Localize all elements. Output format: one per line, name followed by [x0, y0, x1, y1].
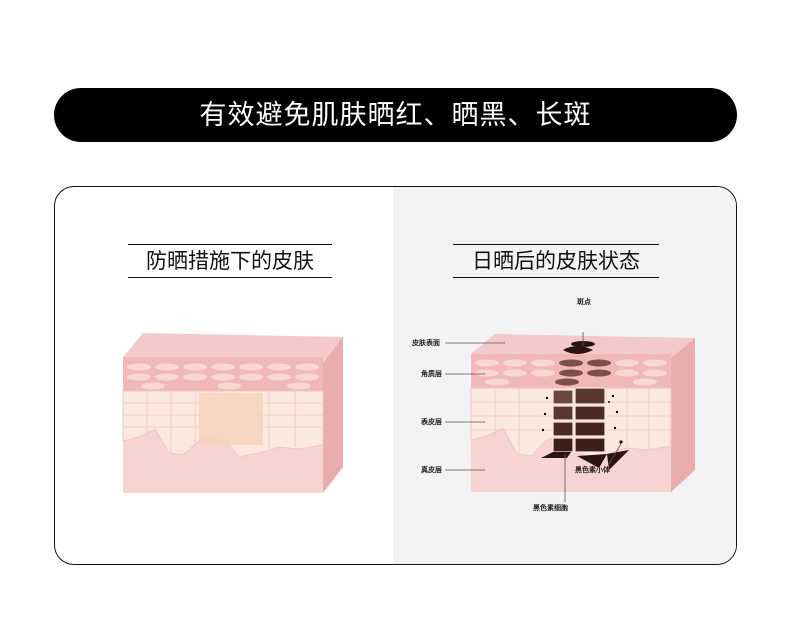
label-dermis: 真皮层 — [421, 466, 442, 474]
label-melanosome: 黑色素小体 — [575, 466, 610, 474]
label-epidermis: 表皮层 — [421, 418, 442, 426]
protected-skin-diagram — [122, 333, 343, 493]
label-spot: 斑点 — [577, 298, 591, 306]
headline-banner: 有效避免肌肤晒红、晒黑、长斑 — [54, 88, 737, 142]
comparison-card: 防晒措施下的皮肤 日晒后的皮肤状态 — [54, 186, 737, 565]
right-panel-title: 日晒后的皮肤状态 — [453, 244, 659, 278]
sun-damaged-skin-diagram — [470, 332, 695, 502]
label-leader-lines — [445, 342, 505, 471]
label-melanocyte: 黑色素细胞 — [533, 504, 568, 512]
headline-text: 有效避免肌肤晒红、晒黑、长斑 — [199, 99, 592, 131]
label-stratum-corneum: 角质层 — [421, 370, 442, 378]
label-skin-surface: 皮肤表面 — [412, 339, 440, 347]
left-panel-title: 防晒措施下的皮肤 — [128, 244, 332, 278]
